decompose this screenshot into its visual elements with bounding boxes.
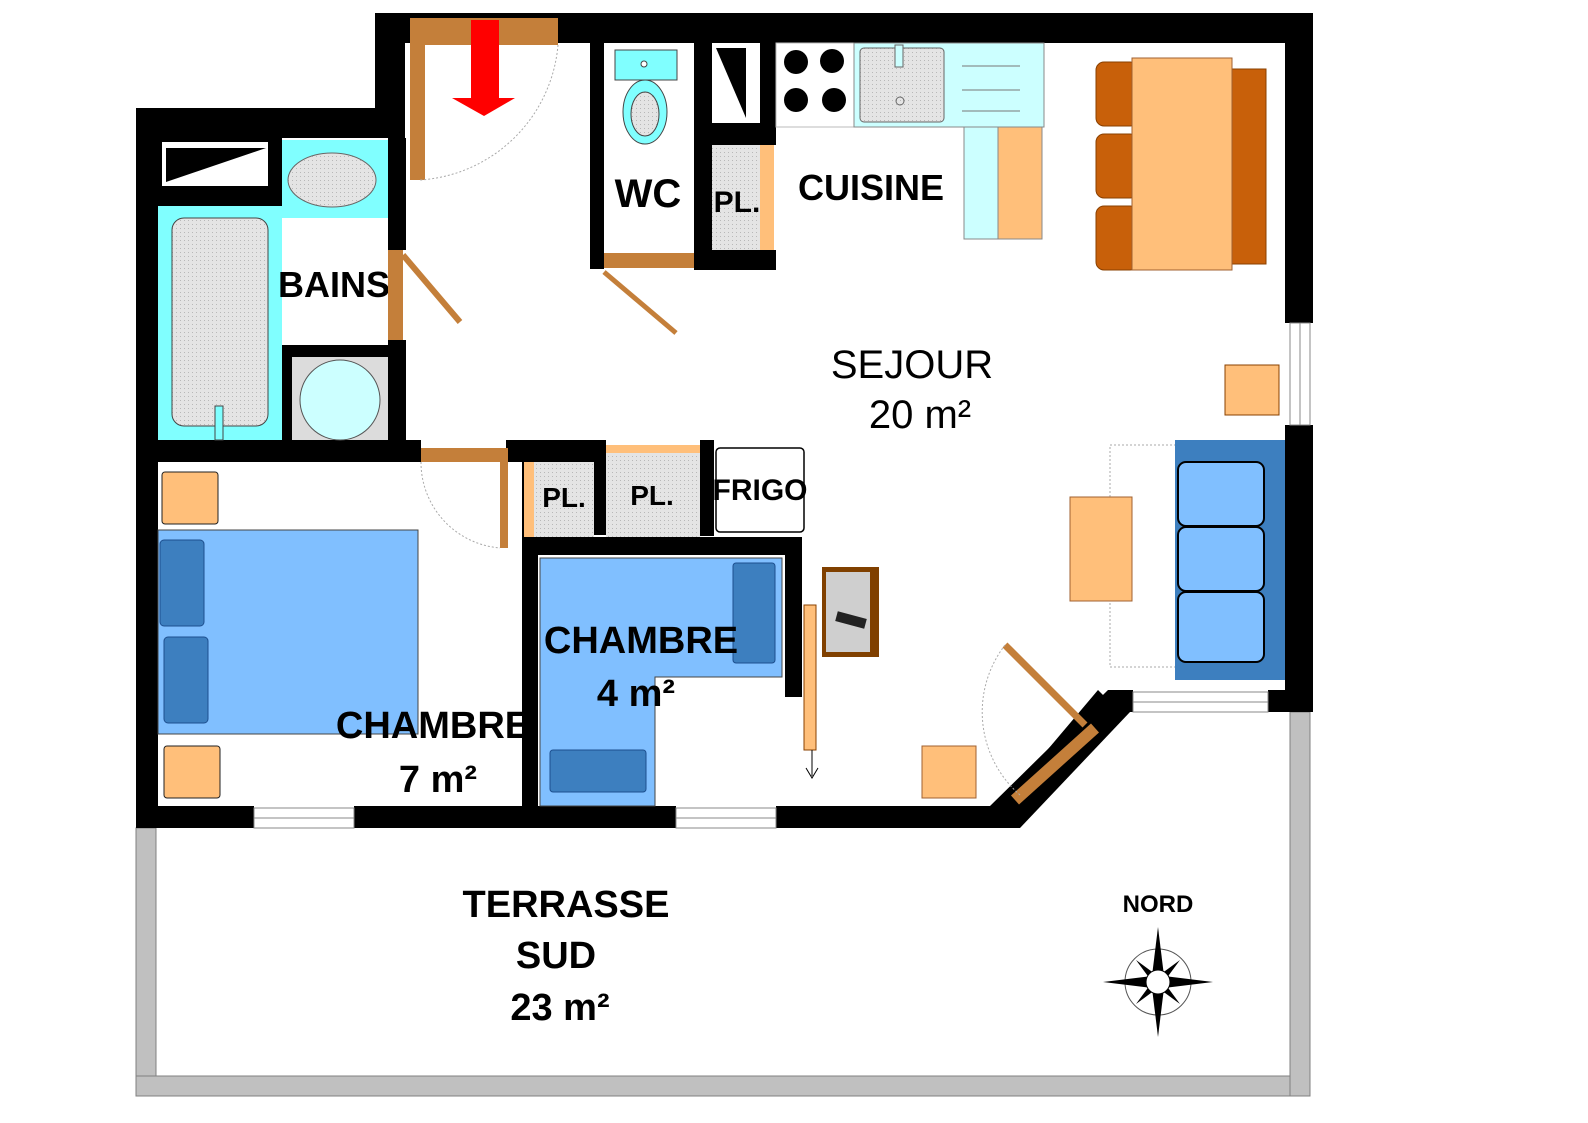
walls bbox=[136, 13, 1313, 828]
label-terrasse: TERRASSE bbox=[463, 884, 670, 926]
label-chambre-4: CHAMBRE bbox=[544, 620, 738, 662]
label-chambre-7: CHAMBRE bbox=[336, 705, 530, 747]
label-terrasse-sud: SUD bbox=[516, 935, 596, 977]
compass-rose-icon bbox=[1103, 927, 1213, 1037]
technical-closet bbox=[712, 43, 760, 123]
side-table bbox=[1224, 364, 1280, 416]
terrace-door[interactable] bbox=[981, 642, 1100, 805]
tv-unit bbox=[822, 567, 879, 657]
armchair-table bbox=[921, 745, 977, 799]
hall-closets: PL. PL. FRIGO bbox=[524, 445, 808, 537]
sliding-door[interactable] bbox=[803, 604, 819, 779]
entry-arrow-icon bbox=[452, 20, 515, 116]
room-bains: BAINS bbox=[158, 138, 390, 441]
room-wc: WC bbox=[604, 43, 694, 253]
wc-door[interactable] bbox=[602, 253, 694, 335]
label-frigo: FRIGO bbox=[713, 474, 808, 507]
bath-door[interactable] bbox=[388, 250, 463, 340]
label-bains: BAINS bbox=[278, 264, 390, 305]
room-chambre-7: CHAMBRE 7 m² bbox=[157, 462, 530, 806]
compass: NORD bbox=[1103, 891, 1213, 1037]
label-pl-kitchen: PL. bbox=[714, 186, 761, 219]
label-sejour-area: 20 m² bbox=[869, 393, 971, 437]
room-terrasse: TERRASSE SUD 23 m² bbox=[463, 884, 670, 1029]
label-cuisine: CUISINE bbox=[798, 167, 944, 208]
label-chambre-4-area: 4 m² bbox=[597, 673, 675, 715]
burner-icon bbox=[784, 50, 808, 74]
sofa bbox=[1069, 440, 1285, 680]
room-chambre-4: CHAMBRE 4 m² bbox=[538, 555, 785, 807]
label-chambre-7-area: 7 m² bbox=[399, 759, 477, 801]
room-sejour: SEJOUR 20 m² bbox=[831, 343, 993, 437]
label-pl-hall-1: PL. bbox=[542, 482, 586, 513]
chambre-7-door[interactable] bbox=[420, 448, 508, 549]
label-nord: NORD bbox=[1123, 891, 1194, 918]
room-cuisine: CUISINE bbox=[775, 42, 1045, 240]
label-wc: WC bbox=[615, 172, 682, 216]
label-terrasse-area: 23 m² bbox=[510, 987, 609, 1029]
closet-kitchen: PL. bbox=[712, 145, 774, 250]
label-pl-hall-2: PL. bbox=[630, 480, 674, 511]
dining-table bbox=[1095, 57, 1267, 271]
terrace bbox=[135, 711, 1311, 1097]
windows bbox=[253, 322, 1311, 829]
label-sejour: SEJOUR bbox=[831, 343, 993, 387]
